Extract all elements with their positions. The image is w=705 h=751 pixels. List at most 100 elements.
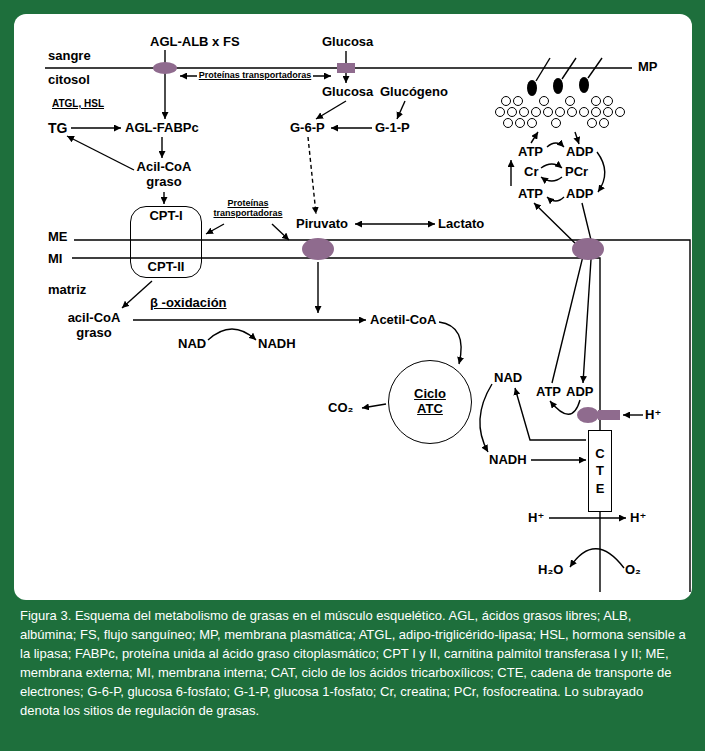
fiber-line xyxy=(588,58,602,78)
text-label: Acetil-CoA xyxy=(370,313,436,328)
node-text: CPT-I xyxy=(149,209,182,224)
transporter-protein xyxy=(302,238,334,260)
myofilament xyxy=(604,108,613,117)
text-label: ATP xyxy=(518,187,543,202)
text-label: β -oxidación xyxy=(150,296,227,311)
double-arrow xyxy=(355,223,435,224)
text-label: NAD xyxy=(178,337,206,352)
myofilament xyxy=(552,119,561,128)
arrow xyxy=(317,262,318,313)
myofilament xyxy=(588,119,597,128)
text-label: ATGL, HSL xyxy=(52,98,104,110)
myofilament xyxy=(514,97,523,106)
text-label: MP xyxy=(638,60,658,75)
myofilament xyxy=(540,97,549,106)
text-label: TG xyxy=(48,120,67,136)
arrow xyxy=(582,203,592,383)
text-label: ADP xyxy=(566,385,593,400)
curved-arrow xyxy=(541,164,562,168)
white-panel xyxy=(14,14,692,600)
curved-arrow xyxy=(547,197,564,201)
text-label: Acil-CoA graso xyxy=(128,160,200,190)
myofilament xyxy=(600,119,609,128)
text-label: CO₂ xyxy=(328,401,353,416)
arrow xyxy=(534,203,584,383)
myofilament xyxy=(604,97,613,106)
text-label: ADP xyxy=(566,187,593,202)
text-label: AGL-ALB x FS xyxy=(150,35,240,50)
node-text: Ciclo ATC xyxy=(404,387,456,417)
myofilament xyxy=(556,108,565,117)
text-label: Proteínas transportadoras xyxy=(197,70,314,80)
transporter-protein xyxy=(572,238,604,260)
text-label: H⁺ xyxy=(528,511,544,526)
inner-membrane xyxy=(72,258,600,592)
text-label: ATP xyxy=(536,385,561,400)
arrow xyxy=(161,137,162,158)
text-label: matriz xyxy=(48,283,86,298)
arrow xyxy=(164,50,165,119)
arrow xyxy=(67,136,134,170)
myofilament xyxy=(616,108,625,117)
myofilament xyxy=(592,108,601,117)
text-label: PCr xyxy=(565,165,588,180)
curved-arrow xyxy=(570,549,624,568)
myofilament xyxy=(568,108,577,117)
text-label: ME xyxy=(48,230,68,245)
text-label: NAD xyxy=(494,371,522,386)
curved-arrow xyxy=(541,177,562,181)
arrow xyxy=(316,101,346,119)
text-label: H⁺ xyxy=(645,408,661,423)
myofilament xyxy=(532,108,541,117)
outer-membrane xyxy=(74,240,690,592)
myofilament xyxy=(502,97,511,106)
arrow xyxy=(71,127,121,128)
myofilament xyxy=(496,108,505,117)
curved-arrow xyxy=(550,400,580,414)
arrow xyxy=(510,160,511,186)
text-label: O₂ xyxy=(625,563,641,578)
arrow xyxy=(531,132,538,143)
text-label: MI xyxy=(48,252,62,267)
myofilament xyxy=(592,97,601,106)
arrow xyxy=(531,459,586,460)
text-label: ADP xyxy=(566,145,593,160)
figure-caption: Figura 3. Esquema del metabolismo de gra… xyxy=(20,606,686,720)
chain-box: C T E xyxy=(588,430,612,512)
text-label: G-6-P xyxy=(290,121,325,136)
arrow xyxy=(206,224,224,234)
text-label: NADH xyxy=(489,453,527,468)
text-label: H₂O xyxy=(538,563,563,578)
atp-synthase xyxy=(598,410,620,420)
arrow xyxy=(549,517,626,518)
text-label: Proteínas transportadoras xyxy=(206,198,290,219)
myosin-head xyxy=(579,77,589,93)
arrow xyxy=(331,127,372,128)
arrow xyxy=(623,414,643,415)
arrow xyxy=(397,101,405,119)
dashed-arrow xyxy=(308,137,316,214)
curved-arrow xyxy=(547,143,564,147)
cycle-circle: Ciclo ATC xyxy=(388,360,472,444)
myofilament xyxy=(528,119,537,128)
curved-arrow xyxy=(597,152,605,192)
arrow xyxy=(133,319,366,320)
curved-arrow xyxy=(208,329,256,340)
myofilament xyxy=(580,108,589,117)
text-label: NADH xyxy=(258,337,296,352)
text-label: G-1-P xyxy=(375,121,410,136)
text-label: Cr xyxy=(524,165,538,180)
myofilament xyxy=(504,119,513,128)
transporter-protein xyxy=(153,62,177,74)
text-label: Glucosa xyxy=(322,35,373,50)
arrow xyxy=(575,132,579,144)
arrow xyxy=(272,224,289,240)
fiber-line xyxy=(536,58,550,81)
text-label: H⁺ xyxy=(630,511,646,526)
fiber-line xyxy=(562,58,576,79)
text-label: sangre xyxy=(48,49,91,64)
myofilament xyxy=(520,108,529,117)
text-label: citosol xyxy=(48,73,90,88)
arrow xyxy=(122,281,152,308)
curved-arrow xyxy=(480,384,492,452)
